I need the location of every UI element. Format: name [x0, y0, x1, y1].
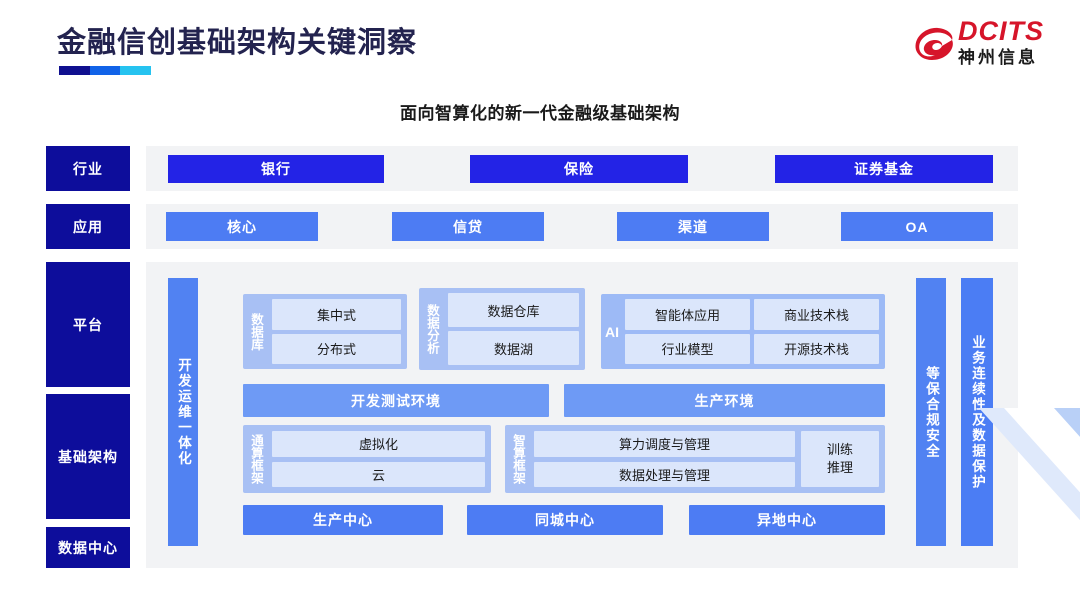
- group-database-tag: 数据库: [249, 312, 263, 351]
- cell-commercial-stack[interactable]: 商业技术栈: [754, 299, 879, 330]
- accent-segment-2: [89, 66, 121, 75]
- application-chip-credit[interactable]: 信贷: [392, 212, 544, 241]
- cell-centralized[interactable]: 集中式: [272, 299, 401, 330]
- row-label-platform: 平台: [46, 262, 130, 387]
- dcits-swoosh-icon: [911, 22, 953, 62]
- cell-compute-scheduling[interactable]: 算力调度与管理: [534, 431, 795, 457]
- continuity-vertical-bar[interactable]: 业务连续性及数据保护: [961, 278, 993, 546]
- train-label: 训练: [826, 442, 853, 458]
- logo-english: DCITS: [958, 16, 1044, 46]
- industry-chip-securities[interactable]: 证券基金: [775, 155, 993, 183]
- cell-train-infer[interactable]: 训练 推理: [801, 431, 879, 487]
- group-ai-body: 智能体应用 商业技术栈 行业模型 开源技术栈: [623, 294, 885, 369]
- compliance-vertical-bar[interactable]: 等保合规安全: [916, 278, 946, 546]
- industry-chip-bank[interactable]: 银行: [168, 155, 384, 183]
- cell-data-lake[interactable]: 数据湖: [448, 331, 579, 365]
- devops-vertical-bar[interactable]: 开发运维一体化: [168, 278, 198, 546]
- application-chip-channel[interactable]: 渠道: [617, 212, 769, 241]
- accent-segment-1: [59, 66, 90, 75]
- industry-chip-insurance[interactable]: 保险: [470, 155, 688, 183]
- group-data-analysis-tag: 数据分析: [425, 304, 439, 354]
- infer-label: 推理: [826, 460, 853, 475]
- group-data-analysis[interactable]: 数据分析 数据仓库 数据湖: [419, 288, 585, 370]
- datacenter-chip-remote[interactable]: 异地中心: [689, 505, 885, 535]
- cell-data-processing[interactable]: 数据处理与管理: [534, 461, 795, 487]
- group-database-body: 集中式 分布式: [270, 294, 407, 369]
- group-data-analysis-body: 数据仓库 数据湖: [446, 288, 585, 370]
- framework-general-tag: 通算框架: [249, 434, 263, 484]
- framework-general-body: 虚拟化 云: [270, 425, 491, 493]
- cell-agent-application[interactable]: 智能体应用: [625, 299, 750, 330]
- application-chip-oa[interactable]: OA: [841, 212, 993, 241]
- group-database[interactable]: 数据库 集中式 分布式: [243, 294, 407, 369]
- cell-distributed[interactable]: 分布式: [272, 333, 401, 364]
- cell-data-warehouse[interactable]: 数据仓库: [448, 293, 579, 327]
- row-label-industry: 行业: [46, 146, 130, 191]
- row-label-infrastructure: 基础架构: [46, 394, 130, 519]
- application-chip-core[interactable]: 核心: [166, 212, 318, 241]
- cell-industry-model[interactable]: 行业模型: [625, 333, 750, 364]
- cell-opensource-stack[interactable]: 开源技术栈: [754, 333, 879, 364]
- subtitle: 面向智算化的新一代金融级基础架构: [400, 104, 680, 123]
- group-ai[interactable]: AI 智能体应用 商业技术栈 行业模型 开源技术栈: [601, 294, 885, 369]
- logo-text: DCITS 神州信息: [958, 16, 1044, 67]
- row-label-datacenter: 数据中心: [46, 527, 130, 568]
- framework-ai-body: 算力调度与管理 数据处理与管理: [532, 425, 801, 493]
- row-label-application: 应用: [46, 204, 130, 249]
- cell-cloud[interactable]: 云: [272, 461, 485, 487]
- title-accent-bar: [59, 66, 152, 75]
- logo-chinese: 神州信息: [958, 48, 1038, 67]
- datacenter-chip-production[interactable]: 生产中心: [243, 505, 443, 535]
- accent-segment-3: [120, 66, 152, 75]
- page-title: 金融信创基础架构关键洞察: [57, 27, 418, 59]
- framework-ai-computing[interactable]: 智算框架 算力调度与管理 数据处理与管理 训练 推理: [505, 425, 885, 493]
- group-ai-tag: AI: [605, 323, 619, 340]
- env-bar-production[interactable]: 生产环境: [564, 384, 885, 417]
- env-bar-dev-test[interactable]: 开发测试环境: [243, 384, 549, 417]
- framework-general-computing[interactable]: 通算框架 虚拟化 云: [243, 425, 491, 493]
- datacenter-chip-metro[interactable]: 同城中心: [467, 505, 663, 535]
- framework-ai-tag: 智算框架: [511, 434, 525, 484]
- cell-virtualization[interactable]: 虚拟化: [272, 431, 485, 457]
- brand-logo: DCITS 神州信息: [911, 18, 1044, 66]
